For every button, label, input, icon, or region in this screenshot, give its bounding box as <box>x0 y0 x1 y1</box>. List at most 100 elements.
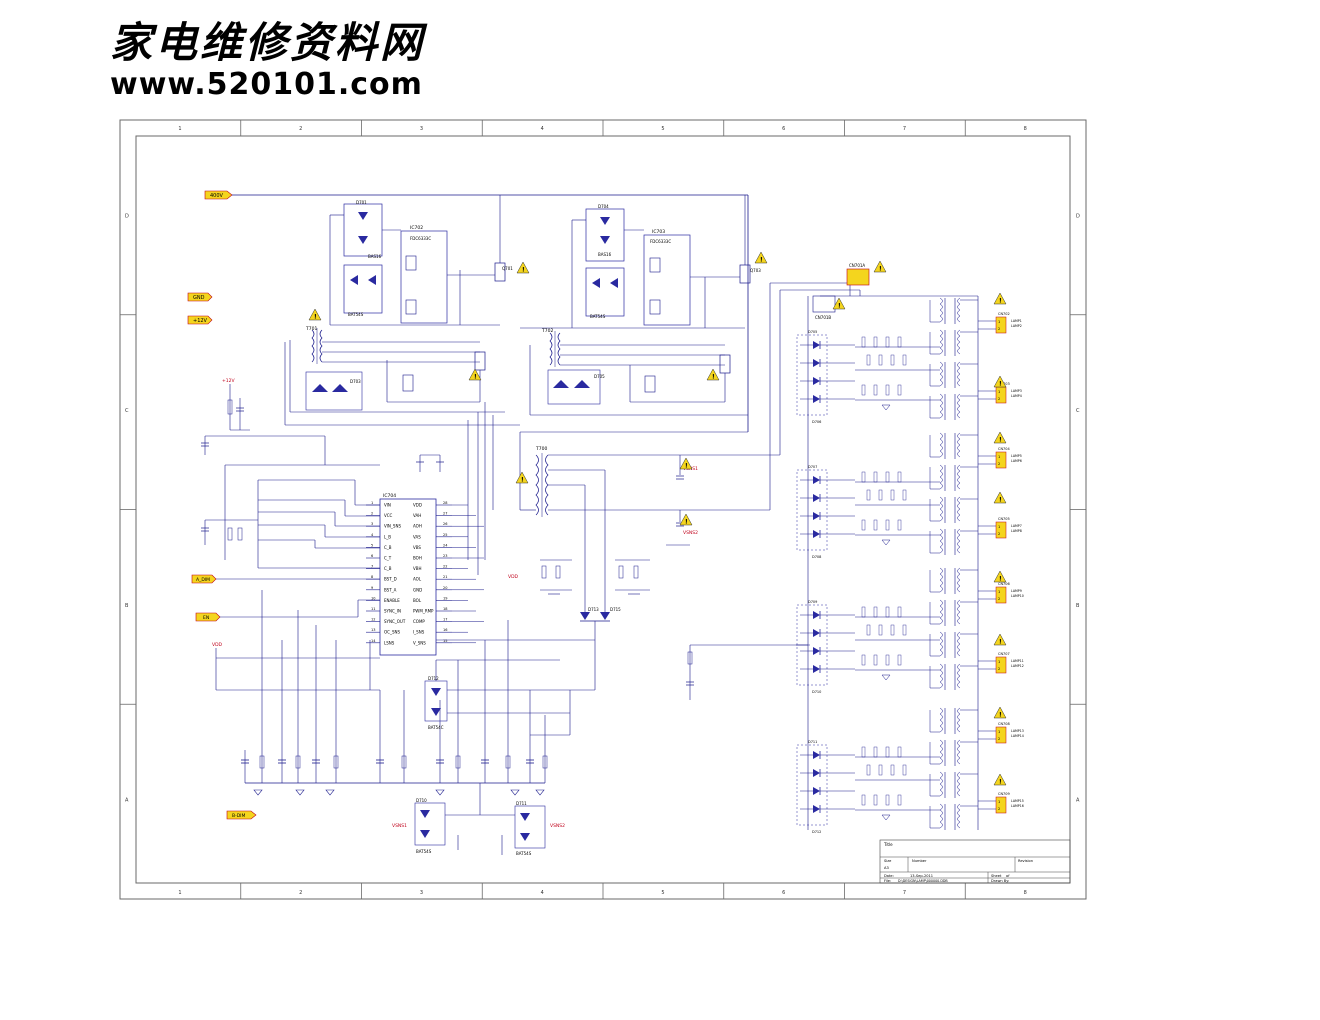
connector-label: CN709 <box>998 792 1010 796</box>
svg-text:+12V: +12V <box>222 378 235 384</box>
ic-pin-left: SYNC_IN <box>384 609 401 614</box>
ic-pin-right: I_SNS <box>413 630 425 635</box>
svg-text:D703: D703 <box>350 379 361 384</box>
connector-label: CN706 <box>998 582 1010 586</box>
ic-pin-num: 7 <box>371 565 373 569</box>
bottom-passives: BAT54C D712 VDD D710 BAT54S D711 BAT54S … <box>241 574 595 856</box>
svg-text:!: ! <box>685 463 688 470</box>
col-label: 5 <box>661 126 664 132</box>
ic-pin-left: VCC <box>384 513 393 518</box>
col-label: 3 <box>420 126 423 132</box>
svg-text:D701: D701 <box>356 200 367 205</box>
svg-text:2: 2 <box>998 597 1000 601</box>
col-label: 7 <box>903 126 906 132</box>
lamp-section: CN701A CN701B D705D70612CN702LAMP1LAMP21… <box>796 263 1024 834</box>
half-bridge-1: IC702 FDC6333C D701 BAT54S BAS16 Q701 T7… <box>289 195 513 413</box>
svg-text:1: 1 <box>998 800 1000 804</box>
ic-pin-right: PWM_RMP <box>413 609 434 614</box>
svg-text:BAT54S: BAT54S <box>516 851 532 856</box>
diode-array-label: D705 <box>808 330 817 334</box>
svg-text:FDC6333C: FDC6333C <box>410 236 431 241</box>
ic-pin-num: 9 <box>371 586 373 590</box>
ic-pin-right: VBS <box>413 545 421 550</box>
col-label: 5 <box>661 890 664 896</box>
svg-text:Drawn By:: Drawn By: <box>991 879 1009 883</box>
svg-text:!: ! <box>314 314 317 321</box>
svg-text:!: ! <box>999 576 1002 583</box>
svg-text:Sheet: Sheet <box>991 874 1002 878</box>
ic-pin-num: 24 <box>443 543 448 547</box>
half-bridge-2: IC703 FDC6333C D704 BAT54S BAS16 Q703 T7… <box>520 195 761 416</box>
svg-text:VSNS2: VSNS2 <box>550 823 565 829</box>
watermark-url: www.520101.com <box>110 67 423 102</box>
ic-pin-num: 12 <box>371 618 375 622</box>
svg-text:D715: D715 <box>610 607 621 612</box>
lamp-label: LAMP15 <box>1011 799 1024 803</box>
controller-ic704: IC704 VIN1VCC2VIN_SNS3L_B4C_B5C_T6C_B7BS… <box>366 493 484 656</box>
ic-pin-num: 4 <box>371 533 374 537</box>
row-label: B <box>125 603 129 609</box>
svg-text:A3: A3 <box>884 866 889 870</box>
connector-label: CN702 <box>998 312 1010 316</box>
lamp-label: LAMP16 <box>1011 804 1024 808</box>
lamp-label: LAMP7 <box>1011 524 1022 528</box>
ic-pin-left: ENABLE <box>384 598 400 603</box>
svg-text:VDD: VDD <box>212 642 223 648</box>
svg-text:!: ! <box>999 381 1002 388</box>
svg-text:IC703: IC703 <box>652 229 665 235</box>
col-label: 4 <box>541 126 544 132</box>
port-gnd: GND <box>187 292 213 302</box>
port-burst: B-DIM <box>226 810 257 820</box>
port-a-dim: A_DIM <box>191 574 217 584</box>
svg-text:!: ! <box>999 298 1002 305</box>
lamp-label: LAMP12 <box>1011 664 1024 668</box>
current-sense <box>436 639 810 700</box>
svg-text:!: ! <box>685 519 688 526</box>
svg-text:2: 2 <box>998 667 1000 671</box>
ic-pin-right: VAS <box>413 534 421 539</box>
diode-array-label: D709 <box>808 600 817 604</box>
ic-pin-left: VIN <box>384 503 391 508</box>
svg-text:A_DIM: A_DIM <box>196 577 210 583</box>
lamp-label: LAMP3 <box>1011 389 1022 393</box>
connector-label: CN708 <box>998 722 1010 726</box>
ic-pin-right: GND <box>413 587 422 592</box>
col-label: 1 <box>178 126 181 132</box>
svg-text:BAT54S: BAT54S <box>416 849 432 854</box>
ic-pin-left: LSNS <box>384 640 395 645</box>
svg-text:!: ! <box>879 266 882 273</box>
warning-markers: !!!!!!!!!!!!!!!!!! <box>308 251 1007 786</box>
watermark: 家电维修资料网 www.520101.com <box>110 18 425 102</box>
svg-text:!: ! <box>474 374 477 381</box>
svg-text:D711: D711 <box>516 801 527 806</box>
svg-text:GND: GND <box>193 295 205 301</box>
ic-pin-left: L_B <box>384 534 391 539</box>
ic-pin-num: 1 <box>371 501 373 505</box>
svg-text:!: ! <box>712 374 715 381</box>
lamp-label: LAMP4 <box>1011 394 1022 398</box>
lamp-label: LAMP10 <box>1011 594 1024 598</box>
ic-pin-num: 20 <box>443 586 447 590</box>
ic-pin-right: BOL <box>413 598 422 603</box>
connector-label: CN707 <box>998 652 1010 656</box>
svg-text:D712: D712 <box>428 676 439 681</box>
row-label: A <box>1076 798 1080 804</box>
diode-array-label: D712 <box>812 830 821 834</box>
svg-text:!: ! <box>522 267 525 274</box>
ic-pin-num: 22 <box>443 565 447 569</box>
svg-text:2: 2 <box>998 532 1000 536</box>
ic-pin-left: SYNC_OUT <box>384 619 406 624</box>
col-label: 8 <box>1024 890 1027 896</box>
ic-pin-num: 2 <box>371 512 373 516</box>
ic-pin-right: AOH <box>413 524 422 529</box>
ic-pin-num: 3 <box>371 522 373 526</box>
feedback-diodes: D713 D715 <box>540 470 650 690</box>
ic-pin-left: C_T <box>384 556 392 561</box>
diode-array-label: D707 <box>808 465 817 469</box>
port-en: EN <box>195 612 221 622</box>
ic-pin-num: 5 <box>371 543 373 547</box>
ic-pin-num: 27 <box>443 512 447 516</box>
svg-text:BAT54S: BAT54S <box>348 312 364 317</box>
